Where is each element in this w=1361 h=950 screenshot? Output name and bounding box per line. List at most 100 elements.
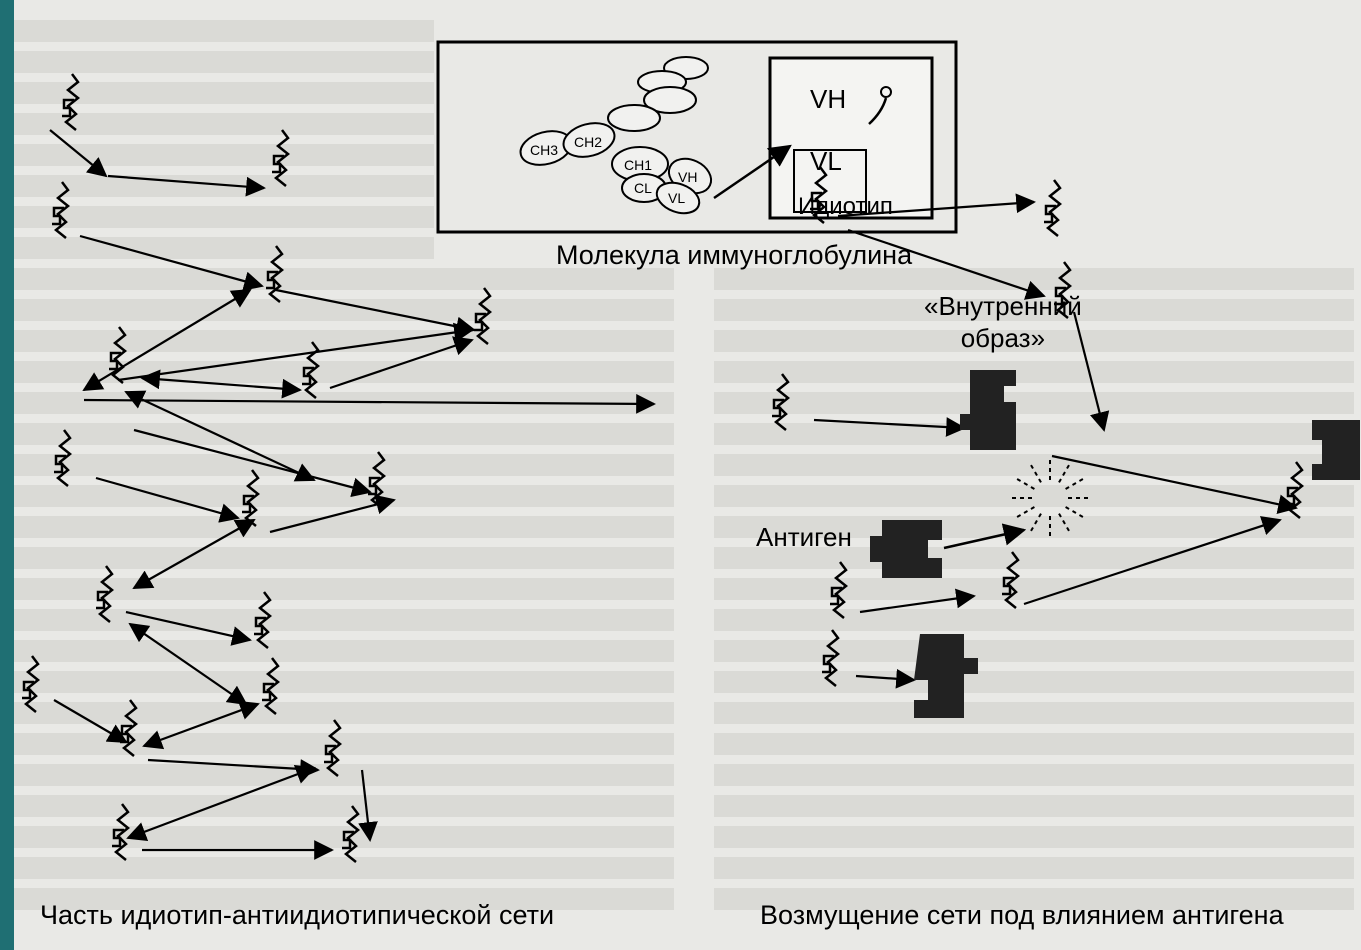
receptor-squiggle xyxy=(120,699,139,757)
background-line xyxy=(714,330,1354,352)
burst-ray xyxy=(1058,464,1070,483)
background-line xyxy=(714,268,1354,290)
receptor-squiggle xyxy=(242,469,261,527)
background-line xyxy=(714,516,1354,538)
receptor-squiggle xyxy=(62,73,81,131)
idiotype-box xyxy=(768,56,934,220)
receptor-squiggle xyxy=(342,805,361,863)
antigen-group xyxy=(870,370,1360,718)
burst-ray xyxy=(1016,506,1035,518)
network-arrow xyxy=(126,765,316,841)
burst-ray xyxy=(1058,513,1070,532)
molecule-box xyxy=(436,40,958,234)
antigen-label: Антиген xyxy=(756,522,852,552)
receptor-squiggle xyxy=(254,591,273,649)
network-arrow xyxy=(53,699,128,743)
network-arrow xyxy=(82,288,252,392)
idiotype-vl-label: VL xyxy=(810,146,842,176)
receptor-squiggle xyxy=(810,166,829,224)
burst-ray xyxy=(1065,506,1084,518)
network-arrow xyxy=(275,288,476,337)
network-arrow xyxy=(1072,311,1110,432)
background-line xyxy=(714,702,1354,724)
antigen-block-1 xyxy=(870,520,942,578)
network-arrow xyxy=(859,588,976,614)
background-line xyxy=(714,826,1354,848)
domain-oval xyxy=(607,104,661,132)
receptor-squiggle xyxy=(1044,179,1063,237)
idiotype-vh-label: VH xyxy=(810,84,846,114)
network-arrow xyxy=(837,193,1036,218)
network-arrow xyxy=(142,700,260,750)
network-arrow xyxy=(132,519,256,589)
network-arrow xyxy=(855,668,916,689)
left-caption: Часть идиотип-антиидиотипической сети xyxy=(40,900,555,930)
background-line xyxy=(14,113,434,135)
burst-ray xyxy=(1030,513,1042,532)
receptor-squiggle xyxy=(52,181,71,239)
network-arrow xyxy=(140,369,302,399)
network-arrow xyxy=(1023,516,1282,606)
network-arrow xyxy=(1051,454,1298,514)
network-diagram: VH VL Идиотип CH3 CH2 CH1 CL VH VL xyxy=(22,40,1360,863)
background-line xyxy=(14,857,674,879)
receptor-squiggle xyxy=(262,657,281,715)
receptor-squiggle xyxy=(368,451,387,509)
background-line xyxy=(14,237,434,259)
receptor-squiggle xyxy=(324,719,343,777)
receptor-squiggle xyxy=(272,129,291,187)
receptor-squiggle xyxy=(266,245,285,303)
zoom-arrow xyxy=(713,144,792,200)
background-line xyxy=(714,857,1354,879)
network-arrow xyxy=(79,234,264,291)
right-caption: Возмущение сети под влиянием антигена xyxy=(760,900,1284,930)
background-line xyxy=(714,392,1354,414)
domain-ch2 xyxy=(562,122,616,158)
network-arrow xyxy=(117,322,474,382)
network-arrow xyxy=(269,494,396,534)
network-arrow xyxy=(133,428,372,498)
background-line xyxy=(714,299,1354,321)
network-arrow xyxy=(813,417,966,437)
receptor-squiggle xyxy=(1286,461,1305,519)
background-line xyxy=(714,454,1354,476)
background-line xyxy=(714,578,1354,600)
domain-cl-label: CL xyxy=(634,180,652,196)
antigen-block-2 xyxy=(914,634,978,718)
burst-ray xyxy=(1030,464,1042,483)
background-line xyxy=(714,733,1354,755)
receptor-squiggle xyxy=(112,803,131,861)
receptor-squiggle xyxy=(1002,551,1021,609)
immunoglobulin-molecule xyxy=(519,56,713,215)
background-line xyxy=(14,268,674,290)
background-line xyxy=(14,144,434,166)
receptor-squiggle xyxy=(54,429,73,487)
background-line xyxy=(714,361,1354,383)
receptor-squiggle xyxy=(474,287,493,345)
background-line xyxy=(714,795,1354,817)
background-line xyxy=(714,423,1354,445)
background-line xyxy=(714,640,1354,662)
network-arrow xyxy=(124,390,316,482)
idiotype-vl-outline xyxy=(793,149,867,213)
receptor-squiggle xyxy=(1054,261,1073,319)
burst-ray xyxy=(1016,478,1035,490)
background-line xyxy=(14,888,674,910)
domain-ch2-label: CH2 xyxy=(574,134,602,150)
domain-vl-label: VL xyxy=(668,190,685,206)
network-arrow xyxy=(95,476,240,523)
antigen-arrow xyxy=(943,523,1027,550)
molecule-label: Молекула иммуноглобулина xyxy=(556,240,913,270)
background-line xyxy=(14,82,434,104)
internal-image-label: «Внутренний образ» xyxy=(924,291,1082,353)
network-arrow xyxy=(107,174,266,197)
internal-image-block-1 xyxy=(960,370,1016,450)
background-line xyxy=(714,764,1354,786)
network-arrow xyxy=(83,393,656,414)
network-arrow xyxy=(358,769,378,842)
network-arrow xyxy=(128,622,248,706)
network-arrow xyxy=(125,610,252,646)
network-arrow xyxy=(147,758,320,779)
domain-vl xyxy=(655,181,701,215)
idiotype-knob xyxy=(880,86,892,98)
